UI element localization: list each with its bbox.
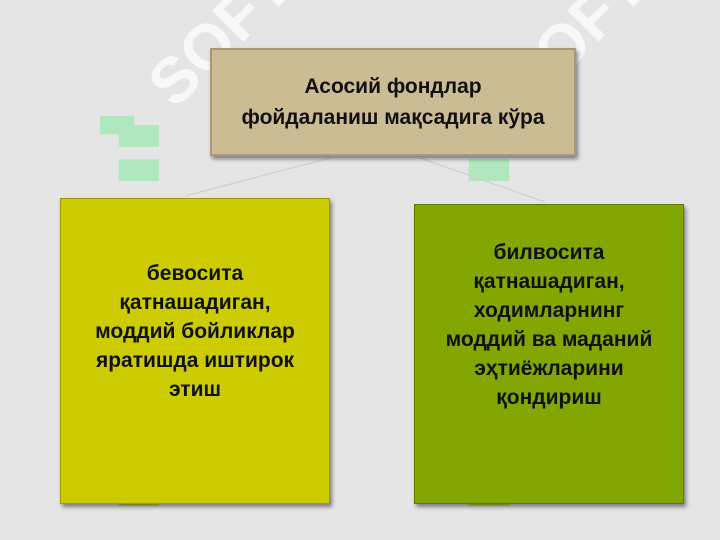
branch-node-indirect: билвосита қатнашадиган, ходимларнинг мод… (414, 204, 684, 504)
root-node-text: Асосий фондлар фойдаланиш мақсадига кўра (241, 75, 545, 129)
branch-node-indirect-text: билвосита қатнашадиган, ходимларнинг мод… (445, 241, 653, 409)
root-node: Асосий фондлар фойдаланиш мақсадига кўра (210, 48, 576, 156)
connector-left (184, 157, 331, 197)
branch-node-direct-text: бевосита қатнашадиган, моддий бойликлар … (95, 261, 295, 401)
connector-right (419, 157, 546, 203)
branch-node-direct: бевосита қатнашадиган, моддий бойликлар … (60, 198, 330, 504)
